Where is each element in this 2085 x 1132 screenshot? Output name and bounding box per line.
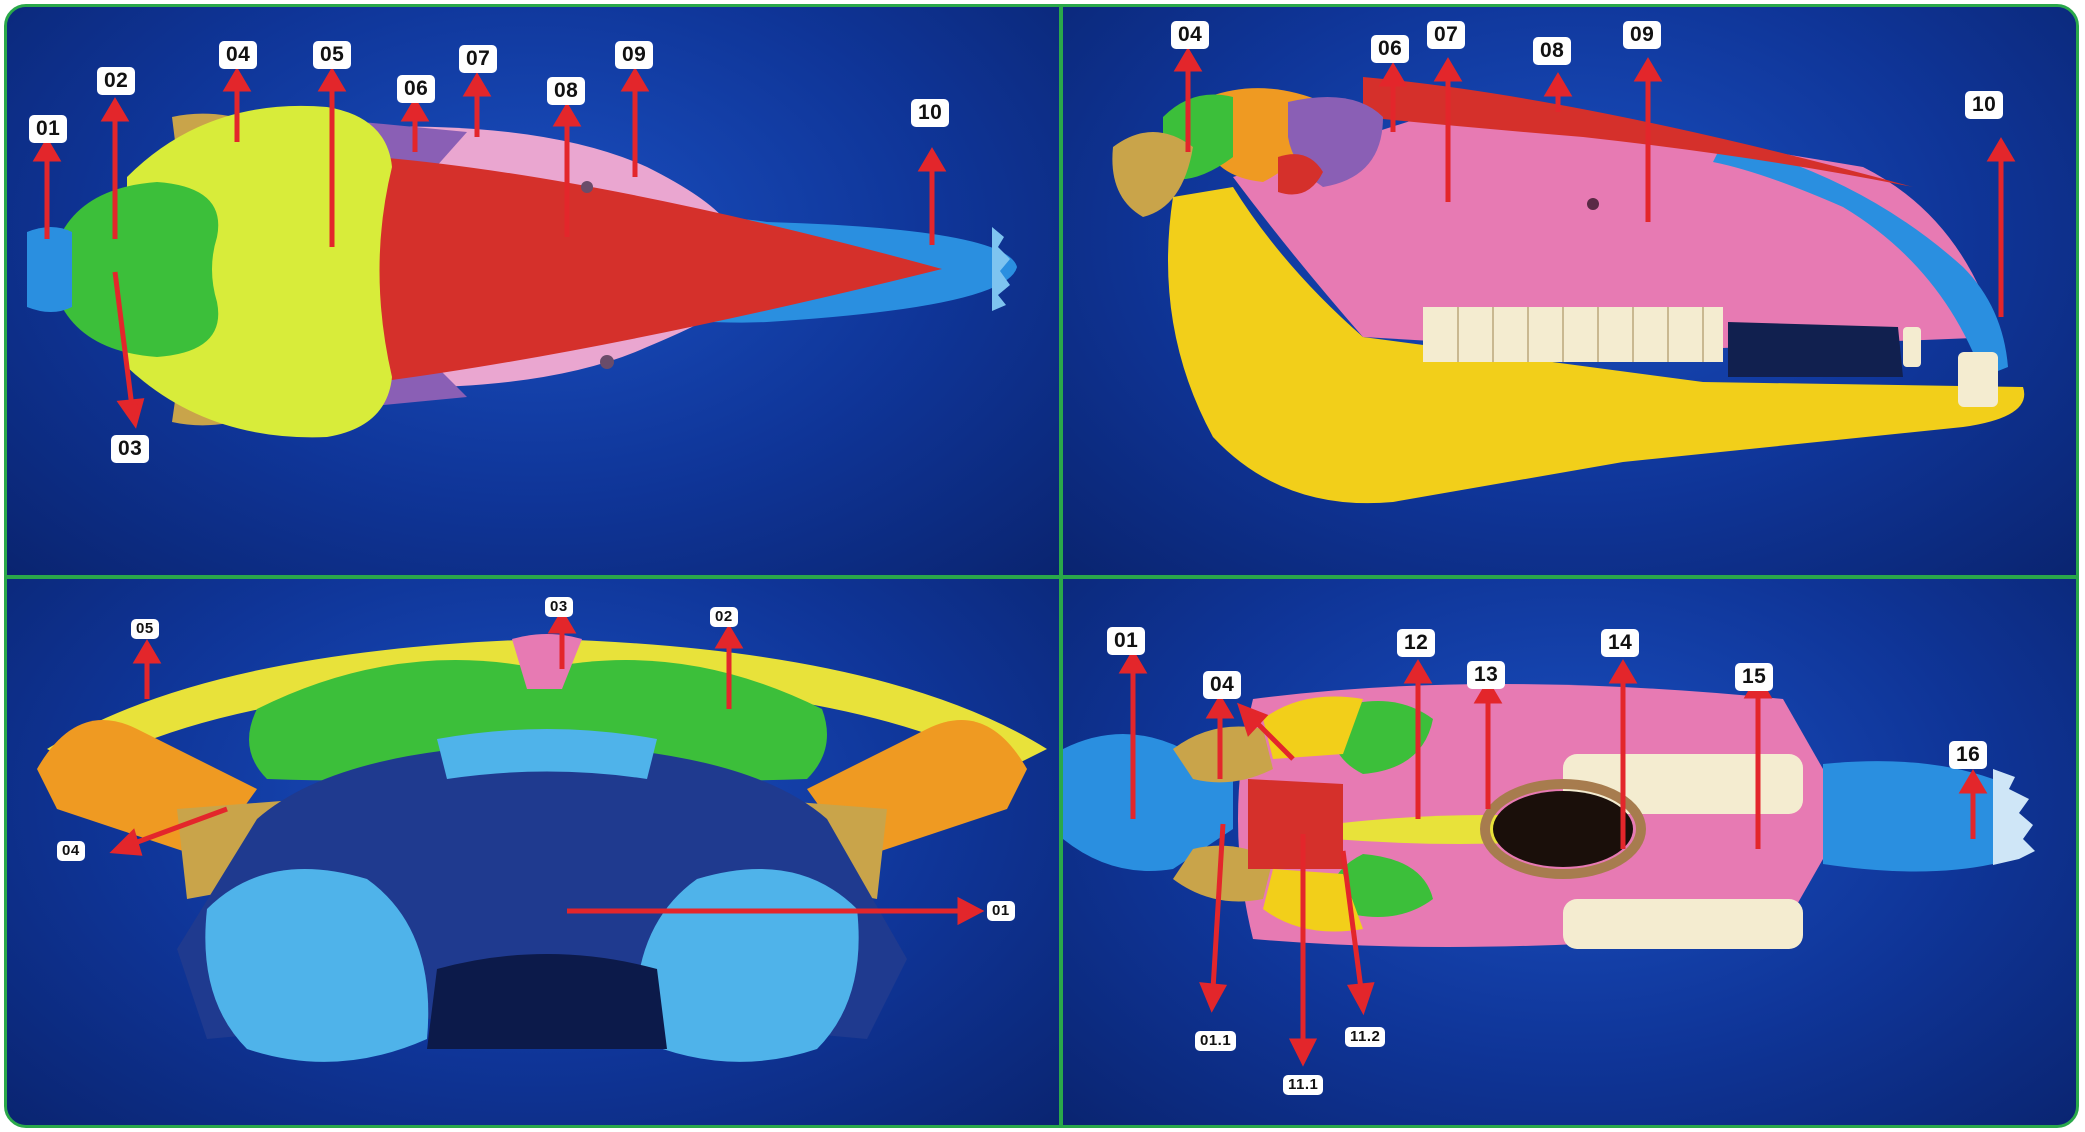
label-16: 16 (1949, 741, 1987, 769)
label-11-2: 11.2 (1345, 1027, 1385, 1047)
label-03: 03 (545, 597, 573, 617)
label-10: 10 (1965, 91, 2003, 119)
label-04: 04 (1171, 21, 1209, 49)
label-02: 02 (97, 67, 135, 95)
label-07: 07 (1427, 21, 1465, 49)
label-03: 03 (111, 435, 149, 463)
label-01: 01 (987, 901, 1015, 921)
skull-dorsal-illustration (7, 7, 1059, 575)
label-04: 04 (57, 841, 85, 861)
label-02: 02 (710, 607, 738, 627)
label-01: 01 (29, 115, 67, 143)
label-01: 01 (1107, 627, 1145, 655)
panel-divider-vertical (1059, 7, 1063, 1128)
label-06: 06 (397, 75, 435, 103)
label-05: 05 (313, 41, 351, 69)
label-08: 08 (1533, 37, 1571, 65)
label-10: 10 (911, 99, 949, 127)
label-14: 14 (1601, 629, 1639, 657)
skull-lateral-illustration (1063, 7, 2079, 575)
panel-lateral-view: 04 06 07 08 09 10 (1063, 7, 2079, 575)
label-11-1: 11.1 (1283, 1075, 1323, 1095)
label-04: 04 (219, 41, 257, 69)
label-01-1: 01.1 (1195, 1031, 1236, 1051)
label-09: 09 (615, 41, 653, 69)
panel-dorsal-view: 01 02 03 04 05 06 07 08 09 10 (7, 7, 1059, 575)
panel-caudal-view: 05 03 02 04 01 (7, 579, 1059, 1128)
figure-frame: 01 02 03 04 05 06 07 08 09 10 (4, 4, 2079, 1128)
panel-ventral-view: 01 04 12 13 14 15 16 01.1 11.1 11.2 (1063, 579, 2079, 1128)
label-09: 09 (1623, 21, 1661, 49)
label-05: 05 (131, 619, 159, 639)
label-15: 15 (1735, 663, 1773, 691)
label-07: 07 (459, 45, 497, 73)
label-04: 04 (1203, 671, 1241, 699)
label-13: 13 (1467, 661, 1505, 689)
label-12: 12 (1397, 629, 1435, 657)
label-06: 06 (1371, 35, 1409, 63)
panel-divider-horizontal (7, 575, 2079, 579)
skull-caudal-illustration (7, 579, 1059, 1128)
label-08: 08 (547, 77, 585, 105)
